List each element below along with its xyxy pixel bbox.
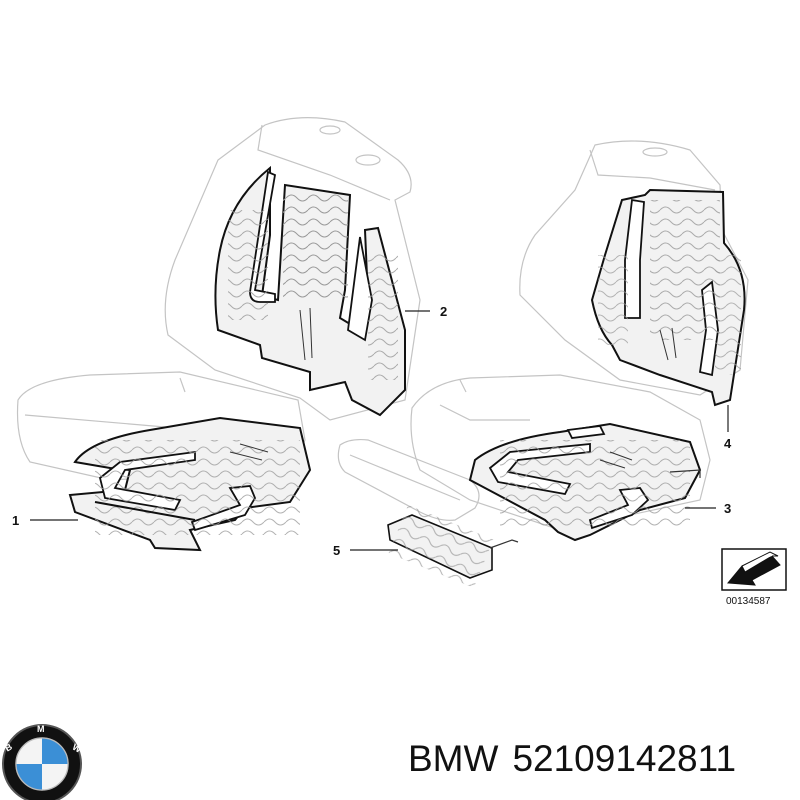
part-3-cushion-heater [468, 422, 702, 542]
part-5-small-heater-pad [387, 505, 519, 588]
arrow-icon [727, 555, 781, 586]
part-2-backrest-heater [214, 165, 406, 417]
part-caption: BMW 52109142811 [408, 738, 750, 780]
bmw-logo: B M W [2, 724, 84, 800]
part-1-cushion-heater [68, 416, 312, 552]
svg-text:M: M [37, 724, 46, 734]
svg-text:B: B [3, 741, 14, 753]
callout-5: 5 [333, 543, 340, 558]
callout-1: 1 [12, 513, 19, 528]
callout-3: 3 [724, 501, 731, 516]
middle-cushion-outline [337, 438, 480, 521]
leader-lines [30, 310, 729, 551]
part-4-backrest-heater [590, 188, 746, 407]
callout-2: 2 [440, 304, 447, 319]
callout-4: 4 [724, 436, 732, 451]
reference-code: 00134587 [726, 596, 771, 607]
part-number: 52109142811 [512, 738, 737, 779]
orientation-arrow-box [721, 548, 787, 591]
svg-text:W: W [71, 742, 84, 755]
brand-name: BMW [408, 738, 499, 779]
